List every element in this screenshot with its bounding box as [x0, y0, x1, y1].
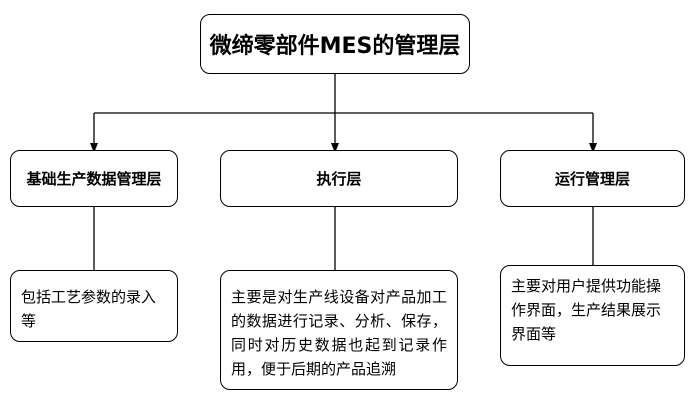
root-node: 微缔零部件MES的管理层 — [200, 14, 470, 74]
desc-text-operation: 主要对用户提供功能操作界面，生产结果展示界面等 — [511, 277, 662, 343]
level-node-basic-data: 基础生产数据管理层 — [10, 150, 178, 207]
level-label-execution: 执行层 — [316, 170, 362, 188]
desc-text-basic-data: 包括工艺参数的录入等 — [21, 288, 157, 330]
level-label-basic-data: 基础生产数据管理层 — [26, 170, 162, 188]
level-label-operation: 运行管理层 — [554, 170, 630, 188]
desc-node-execution: 主要是对生产线设备对产品加工的数据进行记录、分析、保存，同时对历史数据也起到记录… — [220, 270, 458, 390]
root-title: 微缔零部件MES的管理层 — [209, 34, 461, 59]
level-node-operation: 运行管理层 — [500, 150, 685, 207]
desc-text-execution: 主要是对生产线设备对产品加工的数据进行记录、分析、保存，同时对历史数据也起到记录… — [231, 288, 447, 378]
desc-node-basic-data: 包括工艺参数的录入等 — [10, 270, 178, 342]
level-node-execution: 执行层 — [220, 150, 458, 207]
desc-node-operation: 主要对用户提供功能操作界面，生产结果展示界面等 — [500, 265, 685, 366]
